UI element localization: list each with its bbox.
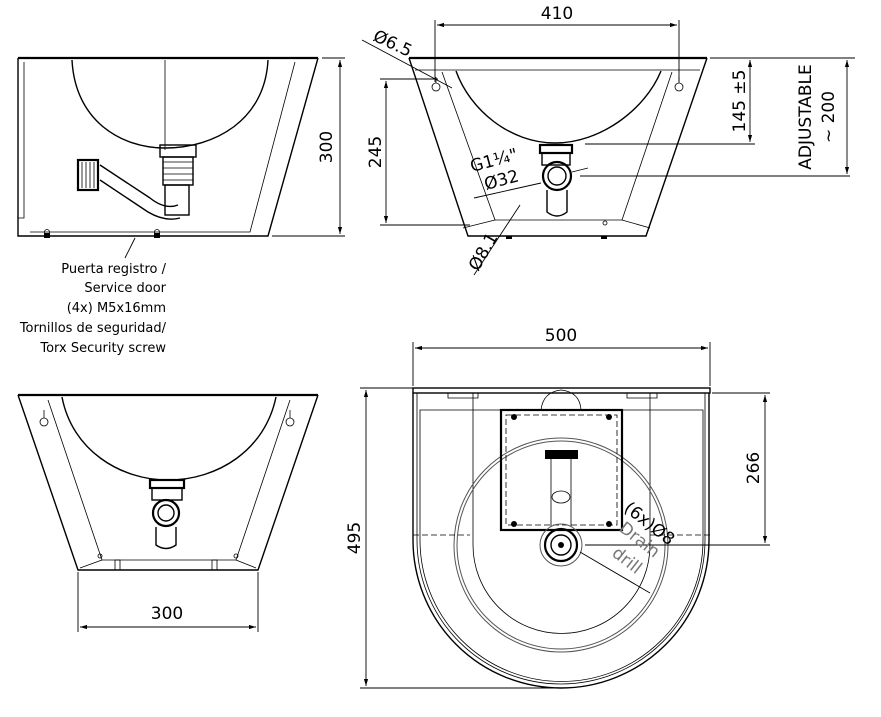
callout-line: Tornillos de seguridad/ [19, 321, 167, 336]
side-inner-edge [30, 61, 296, 233]
plan-top-flange [412, 387, 711, 394]
adjustable-label: ADJUSTABLE [796, 64, 816, 170]
rear-drain [148, 478, 186, 550]
plan-depth-dim: 495 [345, 522, 365, 554]
keyhole-slots [431, 77, 684, 92]
callout-line: (4x) M5x16mm [67, 301, 166, 316]
front-bowl [455, 70, 662, 144]
plan-inner-rim [419, 409, 704, 682]
callout-line: Puerta registro / [61, 262, 166, 277]
front-width-dim: 410 [541, 4, 573, 24]
front-drain [538, 143, 574, 217]
plan-drain-offset-dim: 266 [744, 452, 764, 484]
front-view: 410 Ø6.5 245 145 ±5 ADJUSTABLE ~ 200 G1¼… [361, 4, 855, 276]
side-height-dim: 300 [317, 131, 337, 163]
plan-overflow [540, 389, 582, 411]
plan-width-dim: 500 [545, 326, 577, 346]
rear-inner-legs [47, 399, 291, 569]
side-trap [76, 144, 197, 220]
front-inner-legs [441, 71, 673, 229]
rear-width-dim: 300 [151, 604, 183, 624]
rear-bowl [61, 396, 277, 481]
callout-line: Torx Security screw [39, 341, 166, 356]
service-door-callout: Puerta registro / Service door (4x) M5x1… [19, 262, 167, 356]
front-outline [408, 57, 708, 237]
mounting-holes [511, 414, 612, 527]
service-door [18, 62, 25, 219]
adjustable-value: ~ 200 [819, 91, 839, 143]
plan-view: 500 495 266 (6x)Ø8 Drain drill [345, 326, 770, 689]
side-outline [17, 57, 319, 237]
callout-line: Service door [84, 281, 166, 296]
drain-height-dim: 145 ±5 [730, 70, 750, 133]
side-bowl [71, 59, 269, 149]
rear-view: 300 [17, 393, 319, 632]
mounting-plate [499, 408, 624, 532]
plan-trap-nut [545, 450, 578, 459]
rear-outline [17, 394, 319, 571]
plan-basin-inner [472, 544, 651, 634]
side-view: 300 Puerta registro / Service door (4x) … [17, 56, 345, 356]
front-height-dim: 245 [366, 136, 386, 168]
drain-grate [539, 523, 583, 567]
